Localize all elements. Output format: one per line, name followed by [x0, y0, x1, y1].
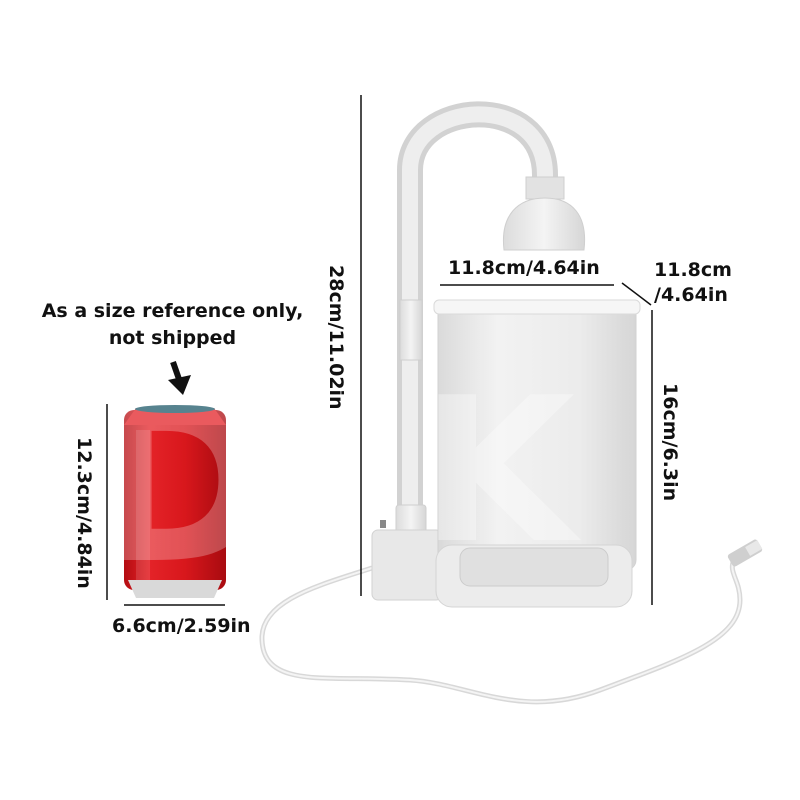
depth-line [621, 282, 652, 306]
can-width-label: 6.6cm/2.59in [112, 615, 251, 637]
size-reference-note: As a size reference only, not shipped [30, 298, 315, 352]
soda-can-image [124, 405, 226, 598]
note-line-2: not shipped [108, 327, 237, 349]
depth-label: 11.8cm /4.64in [654, 258, 732, 308]
usb-plug [727, 539, 763, 567]
container-height-label: 16cm/6.3in [659, 383, 681, 502]
width-label: 11.8cm/4.64in [448, 257, 600, 279]
lamp-head [502, 197, 586, 251]
svg-text:D: D [90, 356, 273, 612]
depth-label-cm: 11.8cm [654, 259, 732, 281]
watermark: K [420, 355, 582, 588]
note-line-1: As a size reference only, [41, 300, 304, 322]
total-height-label: 28cm/11.02in [325, 265, 347, 410]
can-height-label: 12.3cm/4.84in [73, 437, 95, 589]
arrow-down-icon [168, 361, 191, 395]
depth-label-in: /4.64in [654, 284, 728, 306]
